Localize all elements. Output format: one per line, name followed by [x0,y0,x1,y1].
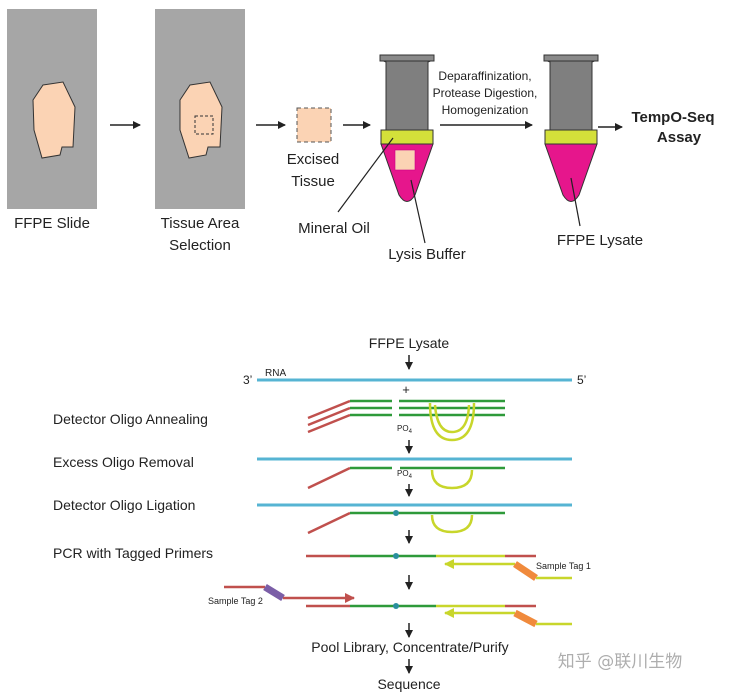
sequence-label: Sequence [377,676,440,692]
step-pcr-label: PCR with Tagged Primers [53,545,213,561]
detector-oligos [307,399,505,442]
sample-tag-1-label: Sample Tag 1 [536,561,591,571]
tissue-section [32,81,76,159]
mineral-oil-pointer [337,137,394,213]
sample-tag-1-block [513,561,538,581]
pcr-template [306,553,572,581]
lysis-buffer-label: Lysis Buffer [388,246,466,263]
watermark: 知乎 @联川生物 [558,652,682,672]
annealed-oligos [307,466,505,490]
tissue-area-label-line1: Tissue Area [161,215,240,232]
ligated-oligos [307,510,505,535]
process-line2: Protease Digestion, [433,86,538,100]
rna-label: RNA [265,368,286,379]
ffpe-slide [7,9,97,209]
assay-label-line2: Assay [657,129,702,146]
pcr-amplification [224,584,572,628]
step-annealing-label: Detector Oligo Annealing [53,411,208,427]
tissue-in-buffer [394,149,416,171]
selection-box [194,115,214,135]
excised-label-line1: Excised [287,151,340,168]
lysis-tube [379,54,435,202]
ffpe-slide-label: FFPE Slide [14,215,90,232]
three-prime-label: 3’ [243,373,252,387]
ligation-site [393,510,399,516]
po4-label: PO4 [397,469,413,480]
tissue-selection-slide [155,9,245,209]
ffpe-lysate-start-label: FFPE Lysate [369,335,450,351]
ffpe-lysate-label: FFPE Lysate [557,232,643,249]
excised-tissue [296,107,332,143]
tissue-section [179,81,223,159]
sample-tag-2-label: Sample Tag 2 [208,596,263,606]
step-ligation-label: Detector Oligo Ligation [53,497,195,513]
pool-library-label: Pool Library, Concentrate/Purify [311,639,508,655]
step-removal-label: Excess Oligo Removal [53,454,194,470]
lysis-buffer-pointer [410,179,426,244]
excised-label-line2: Tissue [291,173,335,190]
plus-sign: + [402,382,410,397]
mineral-oil-label: Mineral Oil [298,220,370,237]
lysate-tube [543,54,599,202]
five-prime-label: 5’ [577,373,586,387]
sample-tag-2-block [263,584,285,601]
ffpe-lysate-pointer [570,177,581,227]
mineral-oil-layer [380,129,434,145]
assay-label-line1: TempO-Seq [631,109,714,126]
process-line3: Homogenization [442,103,529,117]
po4-label: PO4 [397,424,413,435]
tissue-area-label-line2: Selection [169,237,231,254]
lysis-buffer-liquid [380,143,434,202]
process-line1: Deparaffinization, [438,69,531,83]
